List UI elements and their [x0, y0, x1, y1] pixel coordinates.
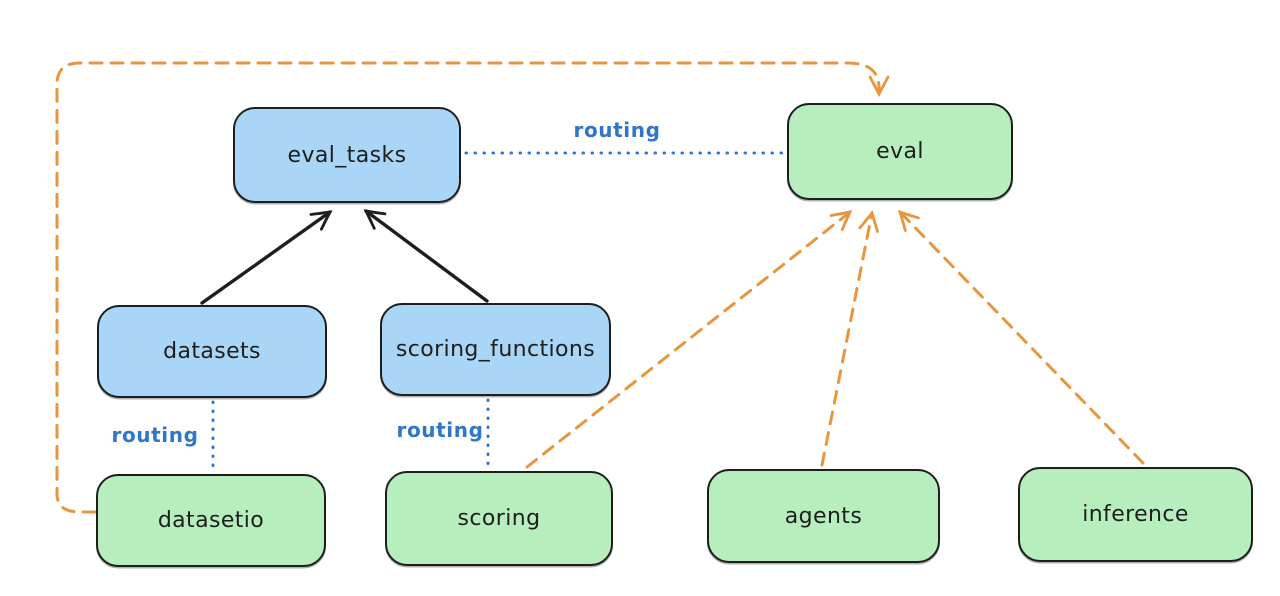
node-inference: inference: [1018, 467, 1253, 562]
edge-inference-to-eval: [897, 209, 1145, 465]
node-agents-label: agents: [784, 503, 863, 529]
node-datasetio-label: datasetio: [157, 508, 265, 533]
node-scoring: scoring: [385, 471, 613, 566]
node-inference-label: inference: [1082, 502, 1189, 527]
node-datasetio: datasetio: [96, 474, 326, 567]
node-eval: eval: [787, 103, 1013, 200]
node-scoring-label: scoring: [457, 506, 541, 531]
edge-datasetio-to-eval: [55, 61, 890, 514]
node-datasets: datasets: [97, 305, 327, 398]
edge-label-routing-scoring-functions-scoring: routing: [396, 418, 484, 442]
node-eval-tasks: eval_tasks: [233, 107, 461, 203]
edge-label-routing-eval-tasks-eval: routing: [573, 118, 661, 142]
node-agents: agents: [707, 469, 940, 563]
node-eval-label: eval: [876, 139, 924, 164]
node-eval-tasks-label: eval_tasks: [287, 142, 407, 168]
node-scoring-functions: scoring_functions: [380, 303, 611, 396]
node-datasets-label: datasets: [163, 339, 261, 364]
edge-agents-to-eval: [820, 210, 879, 467]
edge-scoring-to-eval: [525, 210, 853, 469]
edge-label-routing-datasets-datasetio: routing: [111, 423, 199, 447]
node-scoring-functions-label: scoring_functions: [395, 337, 596, 362]
edge-scoring-functions-to-eval-tasks: [363, 209, 489, 303]
edge-datasets-to-eval-tasks: [200, 210, 333, 305]
